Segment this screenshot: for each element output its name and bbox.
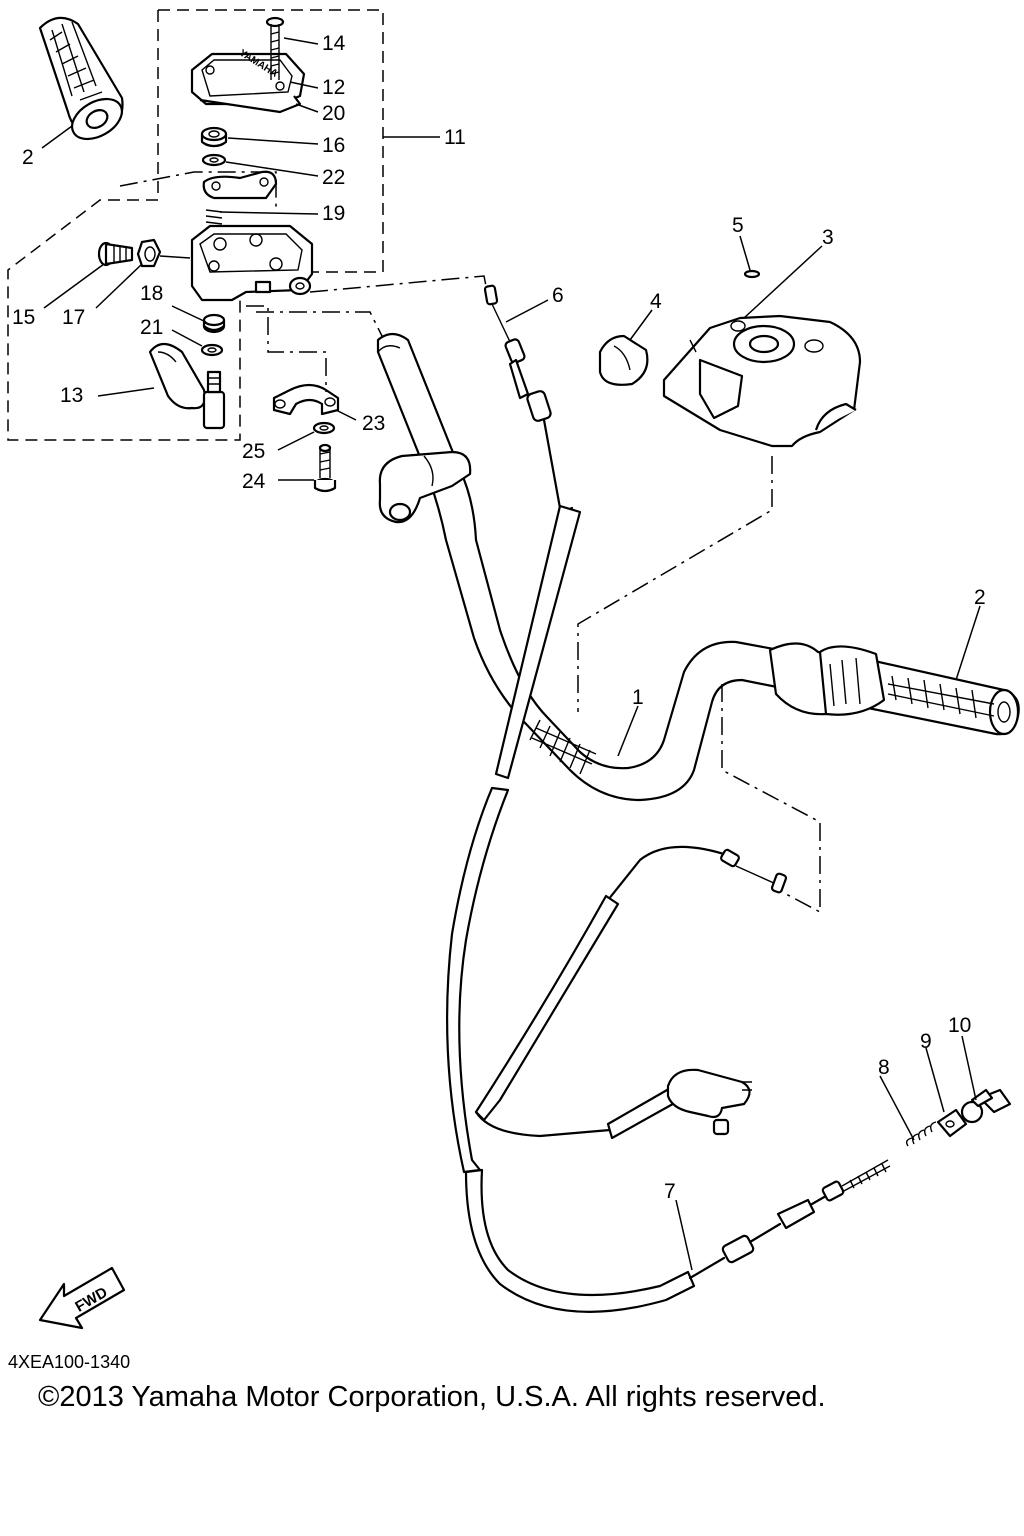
- handlebar-1: [376, 332, 794, 802]
- bolt-15: [97, 241, 134, 267]
- callout-3: 3: [822, 226, 834, 249]
- washer-22: [201, 153, 227, 167]
- callout-17: 17: [62, 306, 85, 329]
- callout-20: 20: [322, 102, 345, 125]
- callout-labels: 14 12 20 16 22 19 11 2 15 17 18 21 13 23…: [12, 32, 986, 1203]
- callout-11: 11: [444, 126, 466, 149]
- callout-21: 21: [140, 316, 163, 339]
- cap-4: [598, 334, 649, 386]
- callout-19: 19: [322, 202, 345, 225]
- bolt-24: [313, 443, 337, 493]
- assembly-11-boundary: [7, 9, 384, 441]
- diagram-reference-code: 4XEA100-1340: [8, 1352, 130, 1372]
- callout-16: 16: [322, 134, 345, 157]
- screw-14: [265, 16, 285, 80]
- cable-7: [688, 1159, 891, 1280]
- throttle-lever-13: [148, 342, 226, 430]
- callout-5: 5: [732, 214, 744, 237]
- nut-17: [136, 238, 162, 268]
- throttle-cable-6: [446, 284, 696, 1313]
- washer-18: [202, 313, 226, 334]
- wing-nut-10: [960, 1088, 1012, 1124]
- callout-25: 25: [242, 440, 265, 463]
- cable-route: [474, 845, 788, 1140]
- left-handlebar-grip: [38, 16, 124, 141]
- callout-6: 6: [552, 284, 564, 307]
- callout-1: 1: [632, 686, 644, 709]
- callout-2-top: 2: [22, 146, 34, 169]
- alignment-lines: [119, 171, 821, 914]
- adjuster-9: [936, 1108, 968, 1138]
- callout-15: 15: [12, 306, 35, 329]
- callout-2-right: 2: [974, 586, 986, 609]
- washer-25: [312, 421, 336, 435]
- nut-16: [200, 126, 228, 148]
- callout-7: 7: [664, 1180, 676, 1203]
- callout-13: 13: [60, 384, 83, 407]
- washer-21: [200, 343, 224, 357]
- callout-8: 8: [878, 1056, 890, 1079]
- switch-housing-3: [662, 314, 862, 448]
- callout-4: 4: [650, 290, 662, 313]
- callout-10: 10: [948, 1014, 971, 1037]
- spring-19: [205, 209, 223, 231]
- callout-22: 22: [322, 166, 345, 189]
- pin-5: [743, 269, 761, 279]
- callout-12: 12: [322, 76, 345, 99]
- throttle-housing-body: [190, 224, 314, 302]
- right-handlebar-grip: [768, 642, 1020, 736]
- callout-24: 24: [242, 470, 266, 493]
- forward-direction-arrow: FWD: [38, 1266, 126, 1330]
- clamp-23: [272, 383, 340, 416]
- callout-9: 9: [920, 1030, 932, 1053]
- callout-18: 18: [140, 282, 163, 305]
- leader-lines: [41, 37, 981, 1271]
- throttle-housing-cover: YAMAHA: [190, 48, 306, 114]
- copyright-notice: ©2013 Yamaha Motor Corporation, U.S.A. A…: [38, 1381, 826, 1413]
- callout-23: 23: [362, 412, 385, 435]
- throttle-lever-plate: [202, 170, 278, 200]
- callout-14: 14: [322, 32, 346, 55]
